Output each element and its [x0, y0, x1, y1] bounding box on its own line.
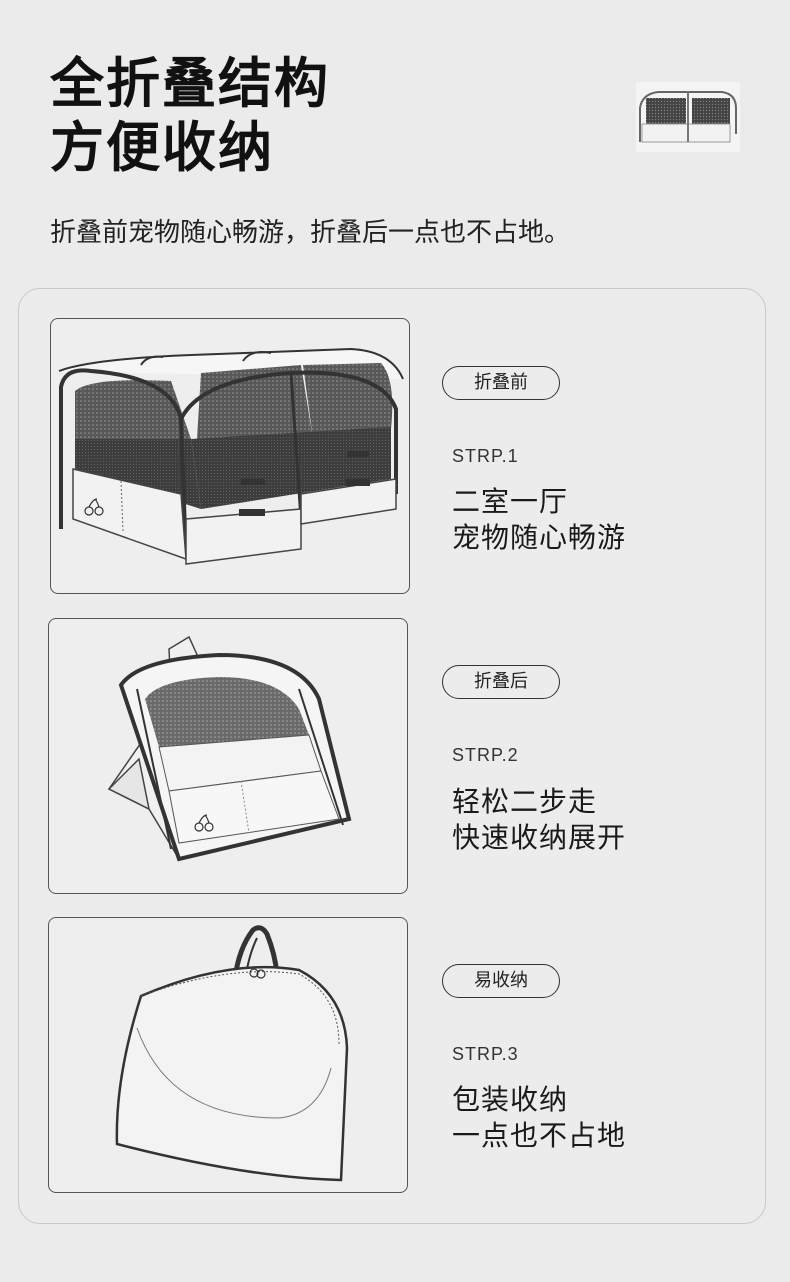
step-3-line-1: 包装收纳 — [452, 1083, 569, 1116]
unfolded-tent-drawing — [58, 347, 404, 565]
step-1-illustration — [50, 318, 410, 594]
step-1-description: 二室一厅 宠物随心畅游 — [452, 484, 626, 556]
page-title: 全折叠结构 方便收纳 — [50, 52, 330, 180]
subtitle: 折叠前宠物随心畅游，折叠后一点也不占地。 — [50, 218, 571, 248]
step-3-description: 包装收纳 一点也不占地 — [452, 1082, 626, 1154]
step-1-tag: 折叠前 — [442, 366, 560, 400]
step-3-illustration — [48, 917, 408, 1193]
step-2-label: STRP.2 — [452, 745, 519, 765]
step-1-label: STRP.1 — [452, 446, 519, 466]
step-3-label: STRP.3 — [452, 1044, 519, 1064]
step-3-line-2: 一点也不占地 — [452, 1119, 627, 1152]
cherry-logo — [84, 498, 104, 516]
step-2-tag: 折叠后 — [442, 665, 560, 699]
step-2-line-1: 轻松二步走 — [452, 785, 598, 818]
product-thumbnail — [636, 82, 740, 152]
storage-bag-drawing — [115, 925, 349, 1182]
step-3-tag: 易收纳 — [442, 964, 560, 998]
title-line-1: 全折叠结构 — [50, 52, 330, 115]
step-1-line-2: 宠物随心畅游 — [452, 521, 627, 554]
title-line-2: 方便收纳 — [50, 116, 274, 179]
step-2-line-2: 快速收纳展开 — [452, 821, 627, 854]
step-2-illustration — [48, 618, 408, 894]
cherry-logo — [194, 814, 214, 832]
step-1-line-1: 二室一厅 — [452, 485, 569, 518]
step-2-description: 轻松二步走 快速收纳展开 — [452, 784, 626, 856]
folded-tent-drawing — [107, 635, 352, 862]
